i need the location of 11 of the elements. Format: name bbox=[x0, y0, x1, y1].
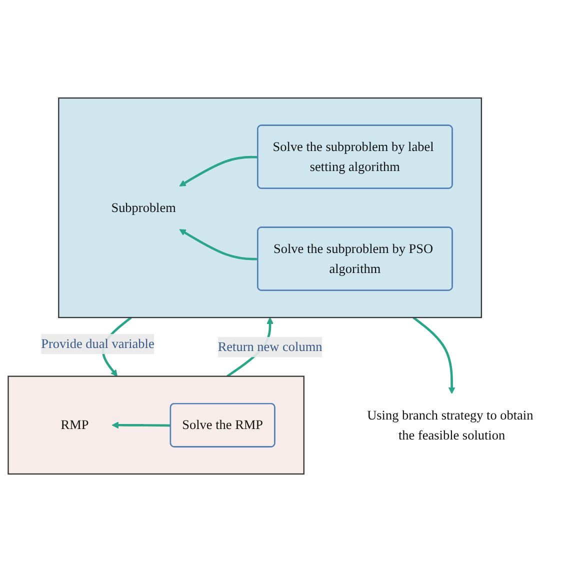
node-text: Using branch strategy to obtain the feasible solution bbox=[367, 408, 534, 442]
arrow bbox=[412, 316, 456, 394]
arrow bbox=[179, 229, 258, 260]
arrow bbox=[179, 156, 258, 186]
edge-label: Return new column bbox=[218, 339, 322, 354]
edge-label: Provide dual variable bbox=[41, 336, 154, 352]
arrow bbox=[112, 422, 171, 429]
node-text: Subproblem bbox=[111, 200, 176, 215]
cluster bbox=[8, 376, 304, 475]
cluster bbox=[58, 97, 482, 318]
node-text: RMP bbox=[60, 418, 89, 432]
